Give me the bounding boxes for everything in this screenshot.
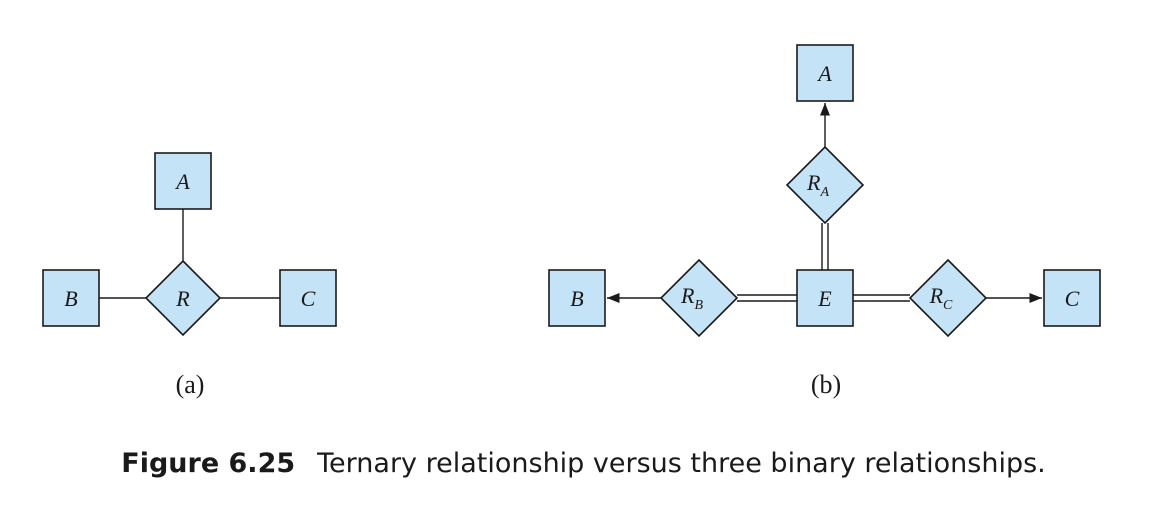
entity-b-label: B (64, 286, 77, 311)
relationship-rb: RB (659, 258, 739, 338)
entity-c-label: C (301, 286, 316, 311)
entity-b-b-label: B (570, 286, 583, 311)
entity-b-a-label: A (816, 61, 832, 86)
entity-b-c: C (1043, 269, 1101, 327)
relationship-r: R (144, 259, 222, 337)
entity-b: B (42, 269, 100, 327)
entity-b-a: A (796, 44, 854, 102)
entity-c: C (279, 269, 337, 327)
panel-a: A B C R (a) (42, 152, 337, 399)
relationship-ra-label: RA (806, 170, 829, 200)
panel-b: A B C E RA RB RC (548, 44, 1101, 399)
relationship-ra: RA (785, 145, 865, 225)
relationship-r-label: R (175, 286, 190, 311)
relationship-rc-label: RC (929, 283, 953, 313)
entity-b-b: B (548, 269, 606, 327)
entity-e-label: E (817, 286, 832, 311)
er-diagram-figure: A B C R (a) A (42, 44, 1101, 399)
panel-b-label: (b) (811, 370, 841, 399)
entity-a-label: A (174, 169, 190, 194)
relationship-rc: RC (908, 258, 988, 338)
entity-a: A (154, 152, 212, 210)
entity-e: E (796, 269, 854, 327)
figure-caption-text: Ternary relationship versus three binary… (317, 448, 1046, 479)
figure-caption: Figure 6.25 Ternary relationship versus t… (0, 448, 1167, 479)
panel-a-label: (a) (176, 370, 205, 399)
relationship-rb-label: RB (680, 283, 703, 313)
entity-b-c-label: C (1065, 286, 1080, 311)
figure-number: Figure 6.25 (121, 448, 296, 479)
